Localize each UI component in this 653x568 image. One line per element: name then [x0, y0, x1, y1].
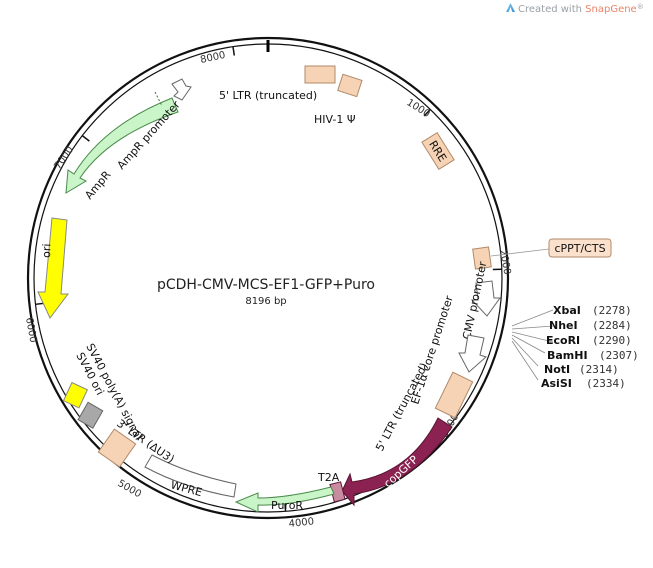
site-nhei-pos: (2284) [592, 319, 632, 332]
wpre-feature[interactable] [144, 454, 237, 498]
cppt-leader [490, 248, 550, 257]
site-ecori-name[interactable]: EcoRI [546, 334, 580, 347]
ltr5-trunc-2-label: 5' LTR (truncated) [373, 361, 431, 454]
site-nhei-name[interactable]: NheI [549, 319, 578, 332]
copgfp-feature[interactable] [341, 417, 453, 507]
tick-label-2000: 2000 [497, 249, 512, 276]
hiv-psi-label: HIV-1 Ψ [314, 113, 356, 126]
site-asisi-pos: (2334) [586, 377, 626, 390]
ltr5-trunc-2-feature[interactable] [434, 371, 474, 419]
site-bamhi-pos: (2307) [599, 349, 639, 362]
sv40-polya-feature[interactable] [62, 381, 89, 409]
plasmid-name: pCDH-CMV-MCS-EF1-GFP+Puro [157, 277, 375, 293]
tick-mark-7000 [81, 135, 90, 142]
t2a-label: T2A [317, 471, 340, 484]
tick-label-7000: 7000 [52, 145, 76, 172]
site-noti-name[interactable]: NotI [544, 363, 570, 376]
watermark-reg: ® [636, 3, 644, 11]
mcs-leaders [511, 309, 554, 381]
ltr5-trunc-label: 5' LTR (truncated) [219, 89, 317, 102]
site-ecori-pos: (2290) [592, 334, 632, 347]
sv40-ori-feature[interactable] [77, 401, 104, 429]
watermark-prefix: Created with [518, 4, 586, 15]
plasmid-size: 8196 bp [245, 296, 286, 307]
ampr-promoter-boundary [154, 91, 163, 107]
cmv-promoter-arrow[interactable] [470, 280, 501, 317]
cppt-callout-box[interactable] [548, 238, 612, 258]
ltr3-feature[interactable] [97, 428, 137, 468]
tick-label-4000: 4000 [288, 516, 314, 530]
ampr-feature[interactable] [65, 97, 179, 194]
puror-label: PuroR [271, 499, 303, 512]
site-xbai-pos: (2278) [592, 304, 632, 317]
backbone-outer-ring [26, 36, 510, 520]
tick-mark-1000 [423, 108, 431, 117]
site-bamhi-name[interactable]: BamHI [547, 349, 588, 362]
site-noti-pos: (2314) [579, 363, 619, 376]
site-asisi-name[interactable]: AsiSI [541, 377, 572, 390]
rre-box [421, 131, 455, 171]
cppt-feature[interactable] [472, 246, 492, 270]
tick-label-1000: 1000 [404, 97, 431, 120]
ef1a-promoter-arrow[interactable] [458, 334, 487, 373]
ori-feature[interactable] [37, 217, 69, 319]
ampr-promoter-arrow[interactable] [171, 78, 192, 101]
cppt-label: cPPT/CTS [554, 242, 605, 255]
rre-feature[interactable]: RRE [421, 131, 455, 171]
hiv-psi-feature[interactable] [337, 73, 363, 98]
ori-label: ori [40, 243, 53, 258]
puror-feature[interactable] [234, 486, 335, 513]
tick-label-6000: 6000 [23, 317, 38, 344]
site-xbai-name[interactable]: XbaI [553, 304, 581, 317]
tick-label-8000: 8000 [199, 50, 226, 66]
snapgene-watermark[interactable]: Created with SnapGene® [506, 3, 644, 17]
watermark-brand: SnapGene [585, 4, 637, 15]
tick-mark-8000 [232, 46, 236, 56]
ltr5-trunc-feature[interactable] [304, 65, 336, 84]
ampr-label: AmpR [82, 168, 113, 202]
